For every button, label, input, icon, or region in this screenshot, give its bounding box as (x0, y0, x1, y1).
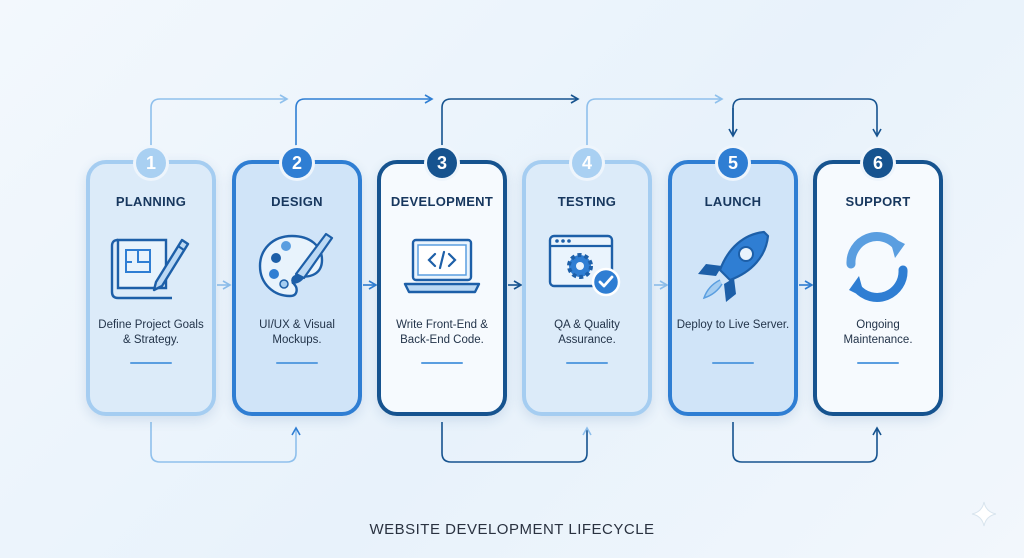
step-number-badge: 6 (863, 148, 893, 178)
top-arrow-2 (295, 94, 434, 152)
blueprint-pencil-icon (110, 238, 190, 300)
bottom-arrow-2 (441, 422, 592, 463)
step-description: Define Project Goals & Strategy. (98, 319, 204, 346)
bottom-arrow-1 (150, 422, 301, 463)
step-card-testing: 4 TESTING QA & Quality Assurance. (522, 148, 652, 416)
top-arrow-5 (732, 98, 882, 138)
step-number-badge: 3 (427, 148, 457, 178)
diagram-title: WEBSITE DEVELOPMENT LIFECYCLE (369, 521, 655, 538)
top-arrow-1 (150, 94, 289, 152)
divider (712, 362, 754, 364)
divider (857, 362, 899, 364)
step-title: PLANNING (115, 194, 187, 209)
step-card-design: 2 DESIGN UI/UX & Visual Mockups. (232, 148, 362, 416)
bottom-arrow-3 (732, 422, 882, 463)
step-card-launch: 5 LAUNCH Deploy to Live Server. (668, 148, 798, 416)
sparkle-icon (971, 501, 997, 527)
top-arrow-4 (586, 94, 724, 152)
step-number-badge: 2 (282, 148, 312, 178)
step-card-support: 6 SUPPORT Ongoing Maintenance. (813, 148, 943, 416)
step-title: LAUNCH (704, 194, 762, 209)
step-description: QA & Quality Assurance. (554, 319, 620, 346)
step-number-badge: 1 (136, 148, 166, 178)
step-title: SUPPORT (845, 194, 911, 209)
step-description: Deploy to Live Server. (676, 319, 790, 331)
step-title: DEVELOPMENT (390, 194, 494, 209)
step-number-badge: 5 (718, 148, 748, 178)
step-description: UI/UX & Visual Mockups. (259, 319, 335, 346)
step-title: DESIGN (271, 194, 323, 209)
divider (566, 362, 608, 364)
laptop-code-icon (403, 238, 481, 294)
palette-brush-icon (258, 232, 334, 298)
divider (276, 362, 318, 364)
step-description: Write Front-End & Back-End Code. (396, 319, 488, 346)
browser-gear-check-icon (548, 234, 621, 297)
step-card-development: 3 DEVELOPMENT Write Front-End & Back-End… (377, 148, 507, 416)
step-card-planning: 1 PLANNING Define Project Goals & Strate… (86, 148, 216, 416)
top-arrow-3 (441, 94, 580, 152)
step-title: TESTING (557, 194, 617, 209)
step-number-badge: 4 (572, 148, 602, 178)
divider (421, 362, 463, 364)
rocket-icon (698, 230, 770, 302)
step-description: Ongoing Maintenance. (843, 319, 913, 346)
divider (130, 362, 172, 364)
refresh-cycle-icon (846, 232, 908, 302)
